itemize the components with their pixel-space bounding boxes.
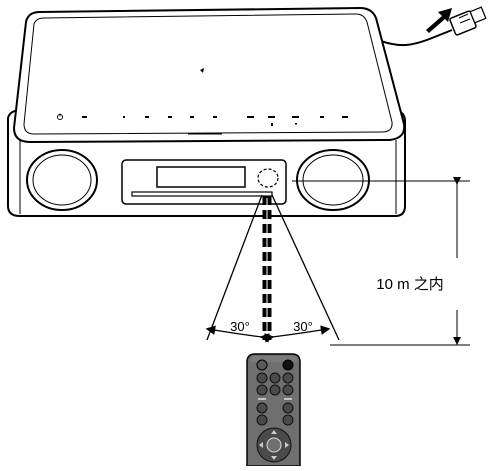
remote-button [282, 402, 294, 414]
remote-button [256, 402, 268, 414]
right-angle-label: 30° [293, 319, 313, 334]
remote-button [269, 372, 281, 384]
touch-mark [268, 116, 275, 118]
remote-power-button [282, 359, 294, 371]
touch-mark [320, 116, 324, 118]
touch-mark [342, 116, 348, 118]
range-label: 10 m 之内 [376, 276, 444, 293]
unit-top-inner-border [23, 13, 393, 135]
remote-button [256, 414, 268, 426]
power-plug-icon [449, 6, 487, 36]
touch-mark [82, 116, 87, 118]
touch-mark [247, 116, 254, 118]
unit-top-surface [12, 6, 406, 144]
left-angle-label: 30° [230, 319, 250, 334]
right-angle-arc [264, 325, 331, 343]
logo-mark [200, 68, 204, 73]
signal-cone [206, 194, 340, 341]
audio-system-unit [7, 6, 406, 217]
remote-dpad [256, 427, 292, 463]
touch-mark [190, 116, 194, 118]
power-cable [377, 6, 487, 46]
power-touch-icon [56, 113, 64, 121]
cd-slot [131, 191, 273, 197]
left-angle-arc [205, 325, 270, 343]
touch-mark [271, 123, 273, 126]
touch-mark [213, 116, 217, 118]
arrow-icon [426, 8, 452, 33]
touch-control-row [56, 113, 348, 126]
remote-button [282, 414, 294, 426]
remote-button [256, 384, 268, 396]
remote-button [256, 372, 268, 384]
right-speaker [296, 149, 370, 211]
distance-dimension [292, 177, 470, 346]
touch-mark [292, 116, 299, 118]
touch-mark [295, 123, 297, 125]
left-speaker [26, 149, 98, 211]
remote-button [282, 384, 294, 396]
touch-mark [123, 116, 125, 118]
remote-button [256, 359, 268, 371]
touch-mark [145, 116, 149, 118]
remote-control [246, 353, 301, 467]
remote-button [269, 384, 281, 396]
remote-button [282, 372, 294, 384]
touch-mark [168, 116, 172, 118]
display-window [156, 166, 246, 188]
angle-arcs [205, 325, 331, 343]
display-panel [121, 159, 287, 205]
remote-sensor [257, 168, 279, 188]
